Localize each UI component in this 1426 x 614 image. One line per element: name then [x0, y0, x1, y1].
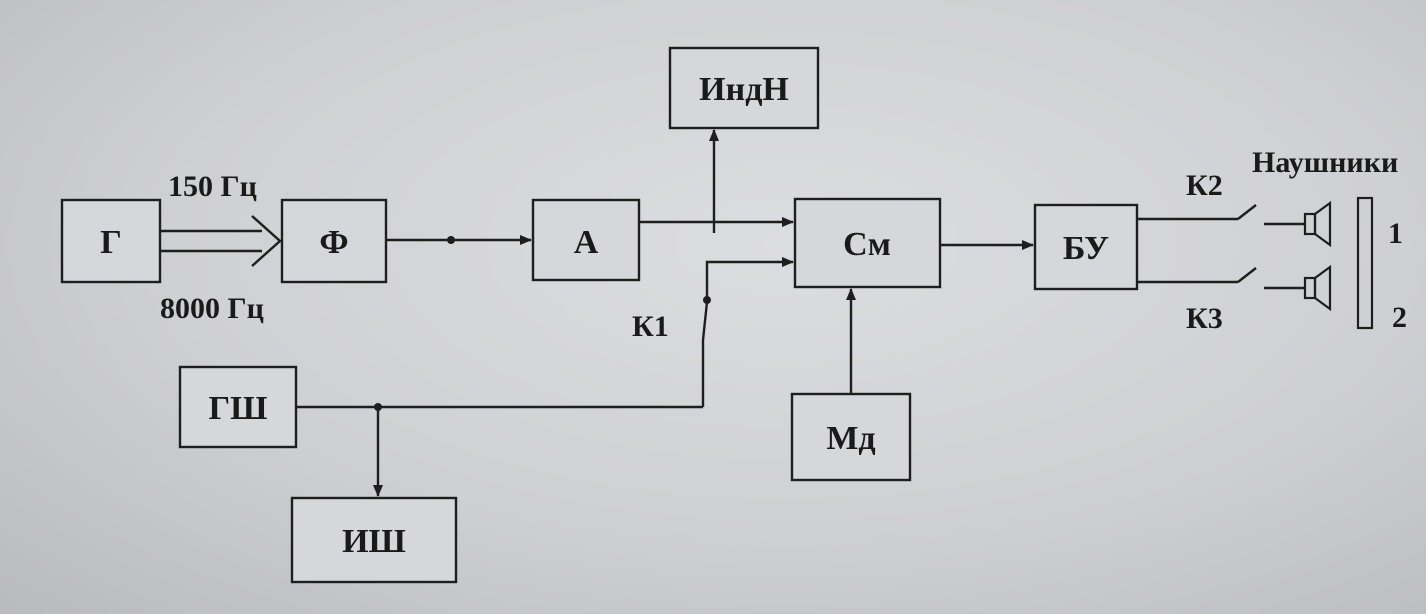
block-sm: См: [793, 197, 942, 289]
switch-k2: [1137, 204, 1305, 226]
channel-1-label: 1: [1388, 217, 1403, 250]
k2-label: К2: [1186, 169, 1223, 202]
block-f-label: Ф: [319, 224, 348, 261]
block-ish: ИШ: [290, 496, 458, 584]
headphones-bracket: [1356, 196, 1374, 330]
block-md-label: Мд: [826, 420, 875, 457]
freq-low-label: 150 Гц: [168, 170, 257, 203]
k1-label: К1: [632, 310, 669, 343]
block-bu: БУ: [1033, 203, 1139, 291]
channel-2-label: 2: [1392, 301, 1407, 334]
block-indn-label: ИндН: [699, 71, 789, 108]
block-ish-label: ИШ: [342, 523, 406, 560]
block-gsh-label: ГШ: [209, 390, 268, 427]
frequency-double-arrow: [160, 215, 282, 267]
speaker-2-icon: [1303, 264, 1332, 312]
switch-k1: [701, 257, 794, 341]
k3-label: К3: [1186, 302, 1223, 335]
wire-a-to-sm: [639, 129, 794, 233]
block-sm-label: См: [843, 226, 891, 263]
block-md: Мд: [790, 392, 912, 482]
block-gsh: ГШ: [178, 365, 298, 449]
wire-f-to-a: [386, 235, 532, 245]
block-a-label: А: [574, 224, 599, 261]
headphones-label: Наушники: [1252, 146, 1398, 179]
block-g: Г: [60, 198, 162, 284]
freq-high-label: 8000 Гц: [160, 292, 264, 325]
block-g-label: Г: [100, 224, 122, 261]
speaker-1-icon: [1303, 200, 1332, 248]
block-a: А: [531, 198, 641, 282]
block-bu-label: БУ: [1063, 230, 1109, 267]
wire-gsh-network: [296, 340, 705, 497]
switch-contact: [703, 296, 711, 304]
switch-k3: [1137, 267, 1305, 290]
junction-dot: [447, 236, 455, 244]
block-f: Ф: [280, 198, 388, 284]
block-indn: ИндН: [668, 46, 820, 130]
